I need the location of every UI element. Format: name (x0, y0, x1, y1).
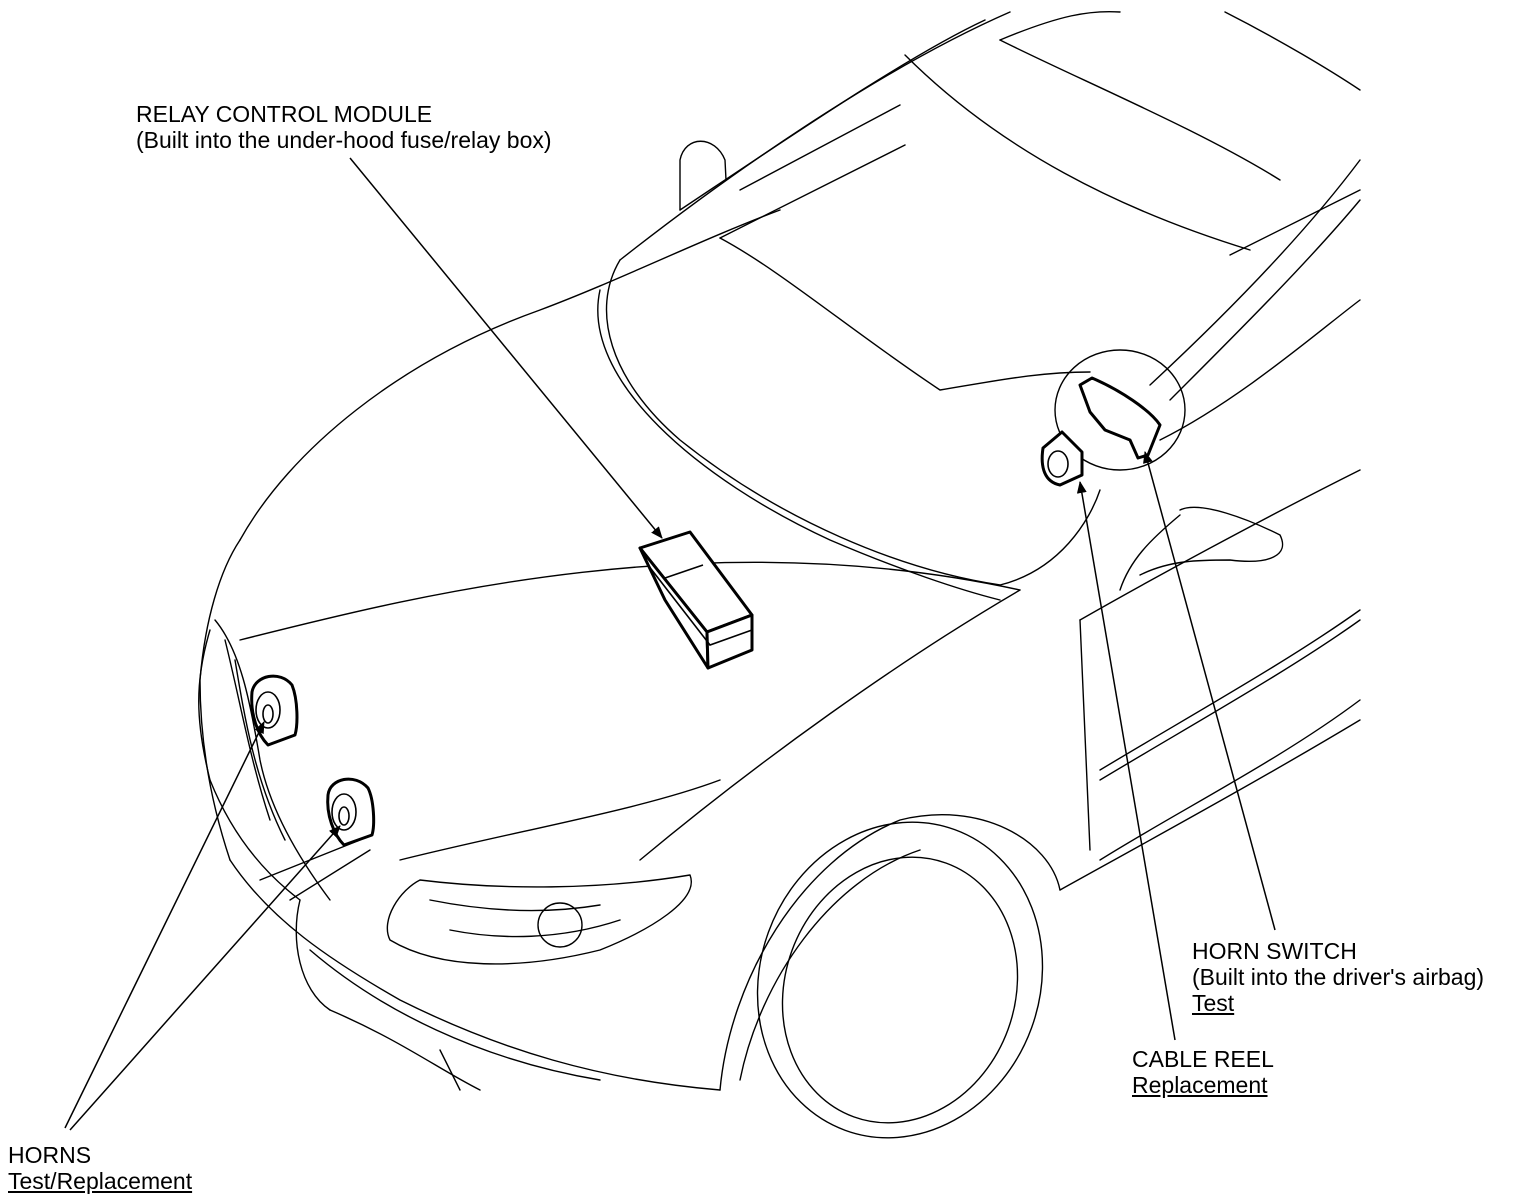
cable-reel-leader (1076, 481, 1176, 1041)
horn-switch-label: HORN SWITCH (Built into the driver's air… (1192, 938, 1484, 1016)
horn-switch-note: (Built into the driver's airbag) (1192, 964, 1485, 990)
horns-test-replacement-link[interactable]: Test/Replacement (8, 1168, 193, 1194)
horn-upper-leader (64, 721, 265, 1129)
horns-label: HORNS Test/Replacement (8, 1142, 192, 1194)
leader-lines (64, 157, 1276, 1131)
horn-switch-title: HORN SWITCH (1192, 938, 1357, 964)
relay-module-label: RELAY CONTROL MODULE (Built into the und… (136, 101, 552, 153)
cable-reel-title: CABLE REEL (1132, 1046, 1274, 1072)
relay-control-module-box[interactable] (638, 530, 754, 670)
horns-title: HORNS (8, 1142, 92, 1168)
relay-module-title: RELAY CONTROL MODULE (136, 101, 433, 127)
horn-switch-leader (1143, 451, 1276, 931)
horn-lower-leader (69, 825, 341, 1131)
horn-switch-airbag[interactable] (1078, 376, 1162, 460)
horn-switch-test-link[interactable]: Test (1192, 990, 1235, 1016)
relay-module-note: (Built into the under-hood fuse/relay bo… (136, 127, 552, 153)
cable-reel-replacement-link[interactable]: Replacement (1132, 1072, 1268, 1098)
car-body-outline (198, 10, 1361, 1139)
cable-reel-label: CABLE REEL Replacement (1132, 1046, 1274, 1098)
cable-reel[interactable] (1040, 430, 1084, 487)
relay-module-leader (349, 157, 663, 539)
lower-horn[interactable] (326, 777, 376, 847)
